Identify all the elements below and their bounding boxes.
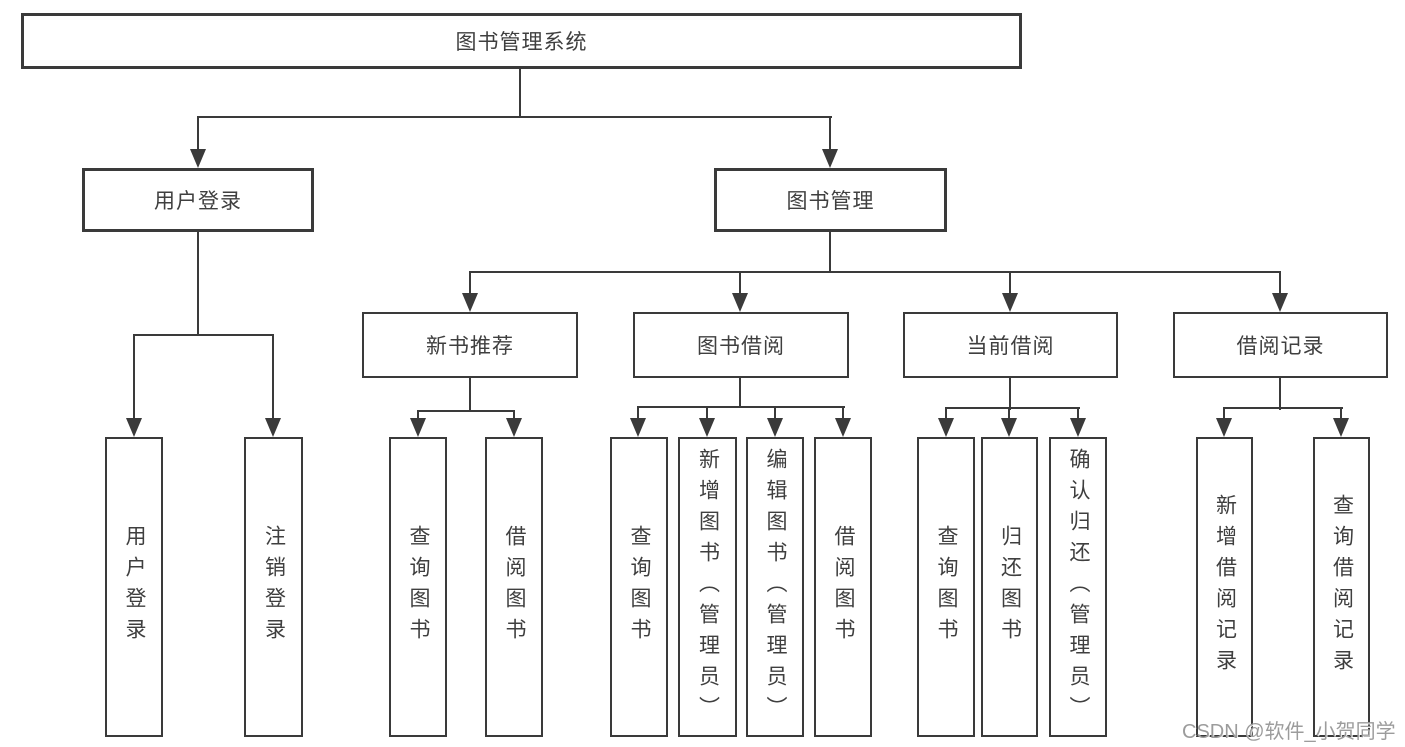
arrow-down-icon — [506, 418, 522, 437]
connector-line — [637, 406, 639, 420]
arrow-down-icon — [938, 418, 954, 437]
arrow-down-icon — [699, 418, 715, 437]
node-label: 查询图书 — [628, 525, 652, 649]
arrow-down-icon — [462, 293, 478, 312]
connector-line — [197, 116, 832, 118]
leaf-query-books-current: 查询图书 — [917, 437, 975, 737]
leaf-add-book-admin: 新增图书（管理员） — [678, 437, 737, 737]
connector-line — [469, 271, 471, 295]
connector-line — [739, 376, 741, 408]
leaf-logout: 注销登录 — [244, 437, 303, 737]
node-label: 借阅图书 — [503, 525, 527, 649]
connector-line — [1340, 407, 1342, 420]
connector-line — [1009, 271, 1011, 295]
leaf-return-books: 归还图书 — [981, 437, 1038, 737]
connector-line — [417, 410, 419, 420]
node-new-book-recommend: 新书推荐 — [362, 312, 578, 378]
node-label: 图书管理系统 — [455, 31, 588, 54]
node-label: 查询图书 — [407, 525, 431, 649]
node-label: 编辑图书（管理员） — [764, 447, 788, 727]
node-label: 新增借阅记录 — [1213, 494, 1237, 680]
node-current-borrow: 当前借阅 — [903, 312, 1118, 378]
connector-line — [739, 271, 741, 295]
connector-line — [1279, 271, 1281, 295]
node-label: 注销登录 — [262, 525, 286, 649]
arrow-down-icon — [410, 418, 426, 437]
node-library-system: 图书管理系统 — [21, 13, 1022, 69]
leaf-user-login: 用户登录 — [105, 437, 163, 737]
connector-line — [829, 230, 831, 273]
node-book-borrow: 图书借阅 — [633, 312, 849, 378]
connector-line — [774, 406, 776, 420]
connector-line — [945, 407, 1080, 409]
arrow-down-icon — [1002, 293, 1018, 312]
leaf-borrow-books: 借阅图书 — [814, 437, 872, 737]
leaf-add-borrow-record: 新增借阅记录 — [1196, 437, 1253, 737]
leaf-confirm-return-admin: 确认归还（管理员） — [1049, 437, 1107, 737]
connector-line — [945, 407, 947, 420]
connector-line — [133, 334, 135, 420]
connector-line — [1009, 376, 1011, 410]
node-user-login: 用户登录 — [82, 168, 314, 232]
node-label: 确认归还（管理员） — [1067, 447, 1091, 727]
node-label: 新增图书（管理员） — [696, 447, 720, 727]
connector-line — [1077, 407, 1079, 420]
node-label: 借阅图书 — [832, 525, 856, 649]
connector-line — [842, 406, 844, 420]
connector-line — [706, 406, 708, 420]
arrow-down-icon — [126, 418, 142, 437]
arrow-down-icon — [1272, 293, 1288, 312]
arrow-down-icon — [1333, 418, 1349, 437]
arrow-down-icon — [1001, 418, 1017, 437]
leaf-query-borrow-record: 查询借阅记录 — [1313, 437, 1370, 737]
connector-line — [519, 69, 521, 118]
node-label: 查询借阅记录 — [1330, 494, 1354, 680]
connector-line — [829, 116, 831, 151]
arrow-down-icon — [767, 418, 783, 437]
connector-line — [1008, 407, 1010, 420]
node-label: 图书借阅 — [697, 335, 785, 358]
arrow-down-icon — [1216, 418, 1232, 437]
leaf-borrow-books-recommend: 借阅图书 — [485, 437, 543, 737]
arrow-down-icon — [822, 149, 838, 168]
connector-line — [513, 410, 515, 420]
connector-line — [469, 271, 1281, 273]
leaf-query-books-recommend: 查询图书 — [389, 437, 447, 737]
connector-line — [197, 230, 199, 336]
arrow-down-icon — [265, 418, 281, 437]
leaf-edit-book-admin: 编辑图书（管理员） — [746, 437, 804, 737]
connector-line — [1223, 407, 1343, 409]
node-borrow-records: 借阅记录 — [1173, 312, 1388, 378]
connector-line — [1279, 376, 1281, 410]
arrow-down-icon — [1070, 418, 1086, 437]
node-label: 当前借阅 — [966, 335, 1055, 358]
arrow-down-icon — [630, 418, 646, 437]
node-label: 归还图书 — [998, 525, 1022, 649]
arrow-down-icon — [835, 418, 851, 437]
connector-line — [197, 116, 199, 151]
csdn-watermark: CSDN @软件_小贺同学 — [1182, 721, 1396, 743]
connector-line — [272, 334, 274, 420]
connector-line — [1223, 407, 1225, 420]
node-label: 用户登录 — [123, 525, 147, 649]
connector-line — [469, 376, 471, 412]
connector-line — [417, 410, 515, 412]
node-label: 用户登录 — [154, 190, 242, 213]
connector-line — [637, 406, 845, 408]
arrow-down-icon — [190, 149, 206, 168]
node-label: 图书管理 — [786, 190, 875, 213]
node-label: 查询图书 — [935, 525, 959, 649]
node-label: 新书推荐 — [426, 335, 514, 358]
node-label: 借阅记录 — [1236, 335, 1325, 358]
leaf-query-books-borrow: 查询图书 — [610, 437, 668, 737]
node-book-management: 图书管理 — [714, 168, 947, 232]
arrow-down-icon — [732, 293, 748, 312]
connector-line — [133, 334, 274, 336]
